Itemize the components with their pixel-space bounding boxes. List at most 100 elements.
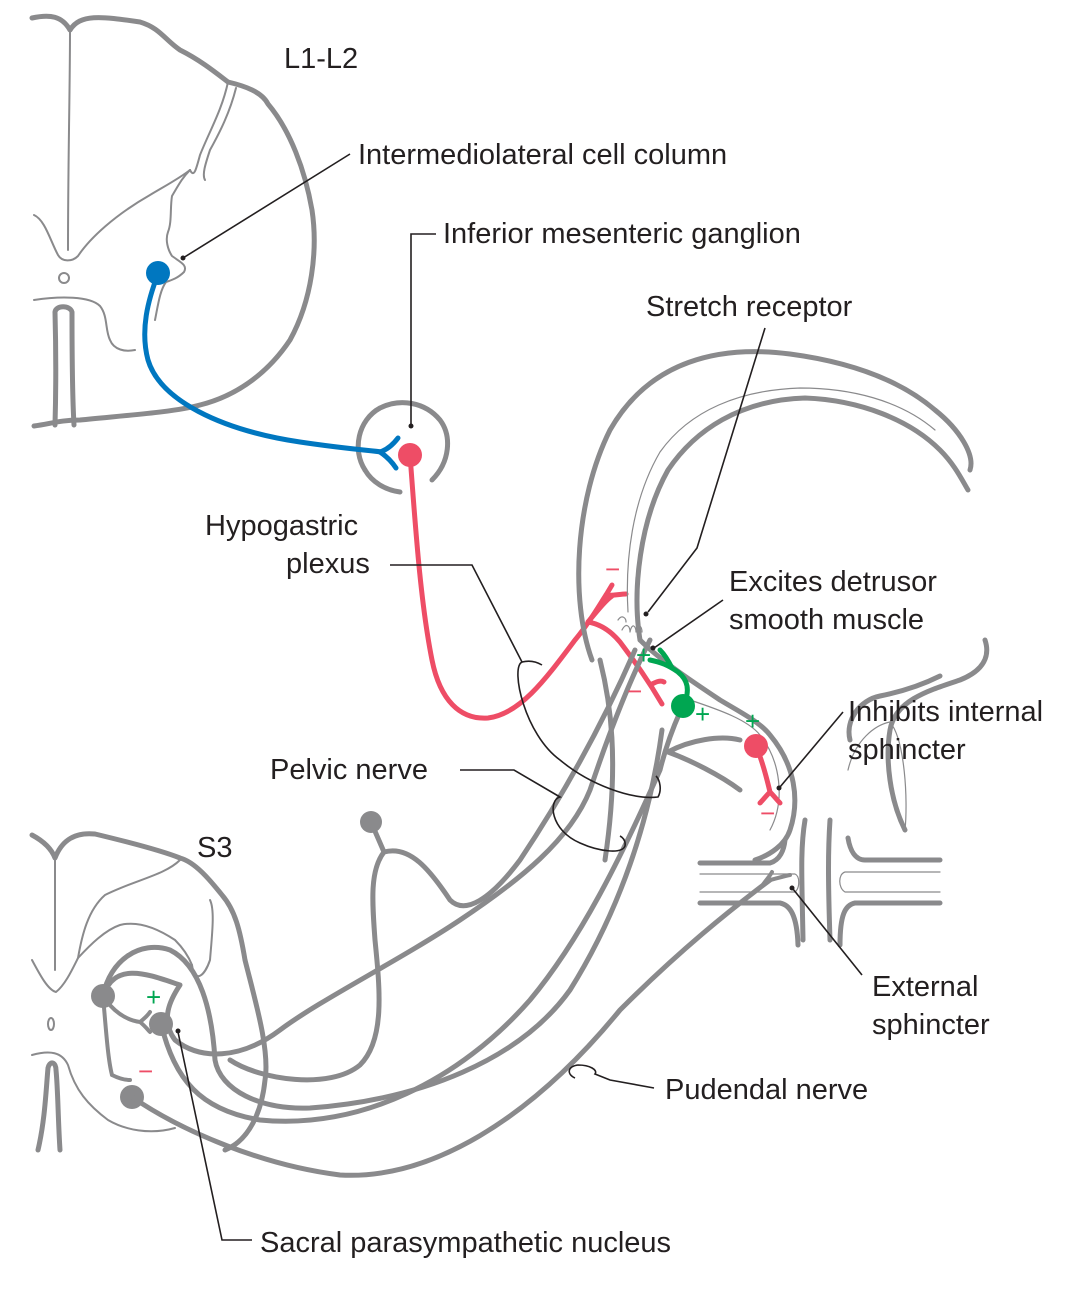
label-hypogastric-line1: Hypogastric (205, 510, 358, 542)
preganglionic-axon (142, 271, 385, 455)
leader-dot (175, 1028, 181, 1034)
pelvic-floor-upper-left (697, 837, 788, 866)
leader-stretch-receptor (647, 327, 766, 613)
cord-outline-upper (29, 13, 317, 429)
pudendal-axon (129, 877, 773, 1178)
bladder-mucosa-line (626, 387, 936, 613)
cord-dorsal-horn-upper (33, 169, 191, 262)
s3-ventral-horn (31, 1051, 176, 1133)
cord-ventral-horn (33, 296, 136, 352)
leader-pudendal-nerve (568, 1064, 655, 1089)
ilc-cell-body (146, 261, 170, 285)
leader-sacral-nucleus (177, 1031, 252, 1241)
leader-dot (180, 255, 186, 261)
interneuron-inhibitory (101, 994, 132, 1082)
excitatory-sign-sacral: + (146, 982, 161, 1012)
stretch-receptor-icon (617, 616, 643, 633)
label-inhibits-internal-line2: sphincter (848, 734, 966, 766)
s3-gray-matter-right (191, 899, 214, 978)
sacral-neurons (91, 637, 792, 1178)
leader-external-sphincter (792, 888, 863, 976)
postganglionic-axon (407, 452, 609, 721)
spinal-cord-l1-l2 (29, 13, 317, 429)
leader-dot (650, 645, 656, 651)
label-sacral-parasympathetic-nucleus: Sacral parasympathetic nucleus (260, 1227, 671, 1259)
central-canal-lower (47, 1017, 55, 1031)
drg-stem (368, 819, 387, 855)
bladder-neck-outer-left (597, 657, 616, 863)
label-stretch-receptor: Stretch receptor (646, 291, 853, 323)
internal-sphincter-neuron (744, 734, 783, 806)
inhibitory-sign-sacral: − (138, 1056, 153, 1086)
leader-inhibits-sphincter (779, 711, 844, 788)
label-external-sphincter-line2: sphincter (872, 1009, 990, 1041)
level-label-s3: S3 (197, 832, 232, 864)
ventral-fissure-upper (52, 304, 77, 428)
s3-ventral-fissure (35, 1060, 63, 1153)
parasympathetic-preganglionic-axon (158, 709, 683, 1124)
urethra-left-wall (799, 817, 808, 943)
pelvic-floor-lower-right (837, 900, 943, 948)
internal-sphincter-right-line (847, 721, 907, 831)
drg-peripheral-process (381, 647, 638, 909)
inhibitory-sign-sphincter: − (760, 798, 775, 828)
bladder-neck-right (885, 637, 990, 833)
level-label-l1-l2: L1-L2 (284, 43, 358, 75)
leader-lines (175, 153, 863, 1241)
label-pudendal-nerve: Pudendal nerve (665, 1074, 868, 1106)
s3-dorsal-horn (31, 859, 181, 993)
leader-dot (789, 885, 795, 891)
s3-gray-matter (77, 922, 193, 966)
bladder-inner-wall (634, 395, 971, 643)
pelvic-floor-mid-right (839, 871, 941, 893)
bladder (576, 349, 990, 943)
label-excites-detrusor-line1: Excites detrusor (729, 566, 937, 598)
pudendal-terminal (760, 870, 792, 888)
interneuron-excitatory (101, 994, 152, 1034)
leader-dot (776, 785, 782, 791)
leader-dot (643, 611, 649, 617)
central-canal-upper (58, 272, 70, 284)
inhibitory-sign-ganglion: − (627, 676, 642, 706)
leader-excites-detrusor (653, 599, 724, 649)
sympathetic-postganglionic-neuron (398, 443, 667, 721)
drg-central-process (227, 849, 387, 1083)
leader-inferior-mesenteric (410, 233, 436, 425)
excitatory-sign-detrusor: + (636, 640, 651, 670)
label-hypogastric-line2: plexus (286, 548, 370, 580)
inhibitory-sign-hypogastric: − (605, 554, 620, 584)
preganglionic-terminal (377, 435, 401, 471)
sympathetic-preganglionic-neuron (142, 261, 401, 471)
leader-hypogastric (390, 564, 661, 799)
external-sphincter (697, 835, 943, 948)
parasympathetic-postganglionic-neuron (647, 647, 695, 718)
ganglion-cell-body (398, 443, 422, 467)
postganglionic-branch-upper (585, 582, 629, 625)
cord-dorsal-horn-line2 (202, 87, 237, 181)
label-excites-detrusor-line2: smooth muscle (729, 604, 924, 636)
label-intermediolateral-cell-column: Intermediolateral cell column (358, 139, 727, 171)
label-external-sphincter-line1: External (872, 971, 978, 1003)
leader-pelvic-nerve (460, 769, 626, 852)
label-inferior-mesenteric-ganglion: Inferior mesenteric ganglion (443, 218, 801, 250)
leader-dot (408, 423, 414, 429)
pelvic-floor-upper-right (845, 835, 943, 863)
bladder-outer-wall (576, 349, 974, 663)
leader-intermediolateral (182, 153, 351, 259)
excitatory-sign-sphincter-cell: + (745, 706, 760, 736)
cord-dorsal-horn-line (189, 81, 229, 175)
bladder-right-outer (846, 673, 943, 743)
afferent-branch-loop (100, 727, 665, 1111)
parasympathetic-postganglionic-axon (647, 647, 690, 708)
afferent-axon (100, 637, 653, 1057)
pelvic-floor-lower-left (697, 900, 801, 948)
internal-sphincter-cell-body (744, 734, 768, 758)
pelvic-nerve-branch-to-bladder (665, 735, 743, 793)
cord-median-fissure (67, 29, 71, 251)
cord-gray-matter-edge (154, 169, 191, 321)
leader-hypogastric-ring (521, 660, 543, 666)
excitatory-sign-ganglion: + (695, 699, 710, 729)
ganglion-outline-lower (362, 467, 403, 495)
inferior-mesenteric-ganglion-outline (355, 400, 451, 483)
